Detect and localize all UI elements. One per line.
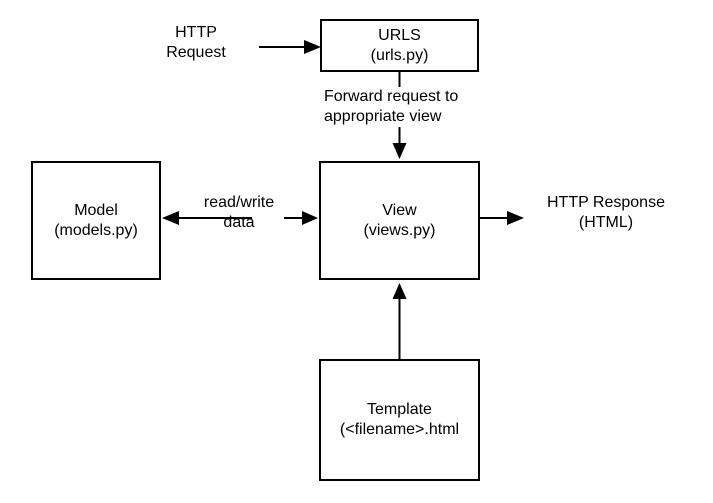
template-box-title: Template: [367, 401, 432, 418]
model-box: Model (models.py): [31, 161, 161, 280]
http-response-label-line1: HTTP Response: [547, 194, 665, 211]
http-response-label-line2: (HTML): [578, 214, 634, 231]
arrow-model-to-view: [284, 211, 318, 225]
template-box: Template (<filename>.html: [319, 359, 480, 481]
arrow-request-to-urls-head: [304, 40, 321, 54]
forward-request-label-line2: appropriate view: [324, 108, 442, 125]
urls-box: URLS (urls.py): [320, 19, 479, 72]
arrow-model-to-view-head: [302, 211, 318, 225]
urls-box-title: URLS: [378, 26, 421, 44]
arrow-request-to-urls: [259, 40, 321, 54]
arrow-view-to-response: [480, 211, 524, 225]
view-box: View (views.py): [319, 161, 480, 280]
arrow-view-to-model-head: [162, 211, 179, 225]
http-response-label: HTTP Response (HTML): [528, 193, 684, 233]
arrow-template-to-view-head: [392, 283, 407, 299]
read-write-data-label: read/write data: [192, 193, 286, 233]
urls-box-subtitle: (urls.py): [370, 46, 429, 64]
model-box-title: Model: [74, 201, 118, 219]
forward-request-label: Forward request to appropriate view: [324, 87, 459, 127]
http-request-label-line2: Request: [166, 44, 226, 61]
model-box-subtitle: (models.py): [54, 221, 138, 239]
http-request-label-line1: HTTP: [175, 24, 217, 41]
arrow-template-to-view: [392, 283, 407, 359]
view-box-subtitle: (views.py): [363, 221, 436, 239]
arrow-urls-to-view-head: [392, 143, 407, 159]
read-write-data-label-line2: data: [223, 214, 255, 231]
template-box-subtitle: (<filename>.html: [339, 421, 460, 438]
read-write-data-label-line1: read/write: [203, 194, 275, 211]
view-box-title: View: [382, 201, 417, 219]
http-request-label: HTTP Request: [150, 23, 242, 63]
forward-request-label-line1: Forward request to: [324, 88, 459, 105]
arrow-view-to-response-head: [507, 211, 524, 225]
arrow-view-to-model: [162, 211, 252, 225]
